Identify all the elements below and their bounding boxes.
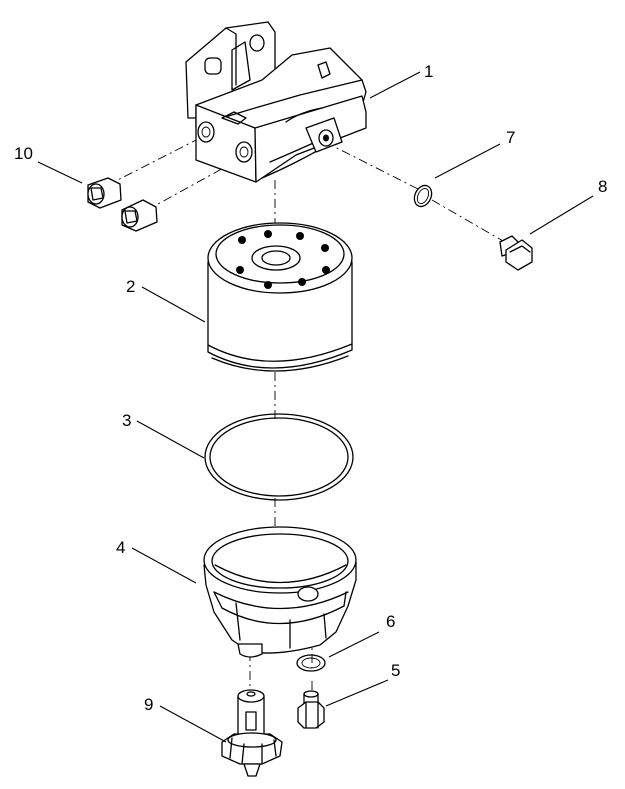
callout-5: 5 (391, 661, 400, 680)
small-o-ring (413, 184, 433, 208)
callout-7: 7 (506, 128, 515, 147)
callout-6: 6 (386, 612, 395, 631)
callout-8: 8 (598, 177, 607, 196)
callout-1: 1 (424, 62, 433, 81)
callout-labels: 1 2 3 4 5 6 7 8 9 10 (14, 62, 607, 714)
callout-10: 10 (14, 144, 33, 163)
drain-o-ring (296, 654, 326, 672)
filter-head (185, 21, 367, 183)
callout-2: 2 (126, 277, 135, 296)
fitting-pair (87, 177, 158, 232)
callout-3: 3 (122, 411, 131, 430)
callout-4: 4 (116, 538, 125, 557)
filter-bowl (203, 526, 357, 658)
leader-lines (37, 71, 594, 743)
filter-element (207, 222, 353, 372)
drain-valve (221, 689, 283, 777)
plug-bolt (499, 235, 533, 271)
drain-plug (297, 690, 325, 729)
callout-9: 9 (144, 695, 153, 714)
large-seal-ring (204, 413, 354, 501)
